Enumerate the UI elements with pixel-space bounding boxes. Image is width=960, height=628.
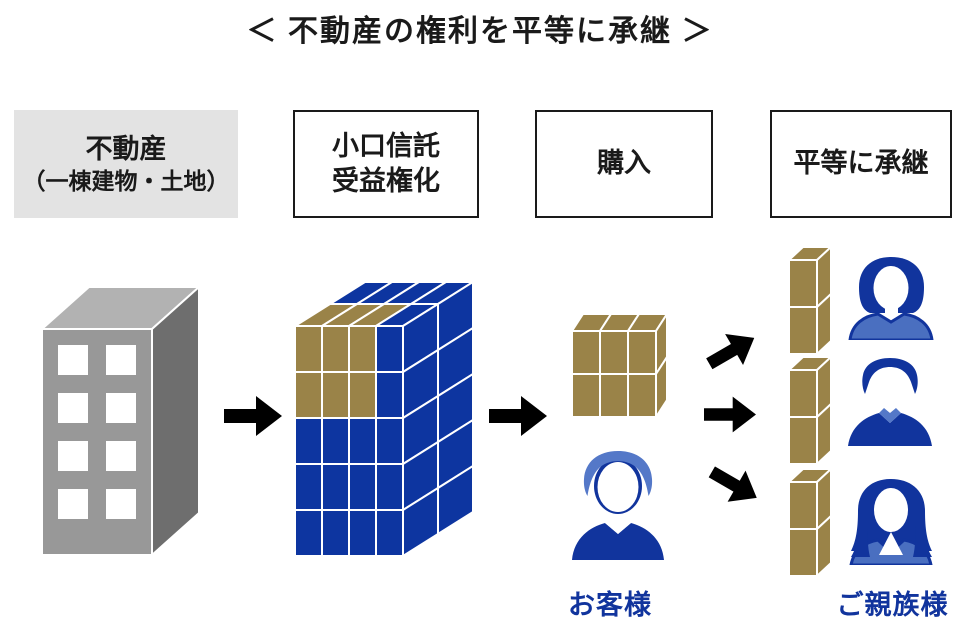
trust-block-grid-icon: [291, 280, 477, 561]
arrow-right-icon: [704, 396, 756, 438]
arrow-down-right-icon: [700, 456, 766, 518]
step-box-inherit-line1: 平等に承継: [793, 148, 929, 179]
arrow-up-right-icon: [700, 322, 766, 384]
step-box-real-estate: 不動産 （一棟建物・土地）: [14, 110, 238, 218]
relatives-label: ご親族様: [836, 590, 949, 620]
arrow-right-icon: [489, 395, 547, 442]
step-box-inherit: 平等に承継: [770, 110, 952, 218]
step-box-purchase: 購入: [535, 110, 713, 218]
relative-woman-bob-avatar-icon: [844, 254, 939, 345]
step-box-real-estate-line1: 不動産: [85, 133, 167, 164]
relative-man-avatar-icon: [843, 356, 938, 451]
page-title: ＜ 不動産の権利を平等に承継 ＞: [246, 15, 714, 48]
inherited-stack-icon: [786, 354, 834, 469]
customer-avatar-icon: [560, 446, 676, 565]
step-box-trust-line1: 小口信託: [332, 130, 440, 161]
step-box-purchase-line1: 購入: [597, 148, 651, 179]
step-box-real-estate-line2: （一棟建物・土地）: [22, 168, 230, 194]
building-icon-svg: [39, 284, 202, 558]
step-box-trust: 小口信託 受益権化: [293, 110, 479, 218]
customer-label: お客様: [568, 590, 652, 620]
relative-woman-long-hair-avatar-icon: [844, 477, 939, 570]
step-box-trust-line2: 受益権化: [332, 166, 440, 196]
arrow-right-icon: [224, 395, 282, 442]
building-icon: [39, 283, 202, 562]
inherited-stack-icon: [786, 244, 834, 359]
purchased-units-icon: [570, 310, 669, 422]
inherited-stack-icon: [786, 466, 834, 581]
